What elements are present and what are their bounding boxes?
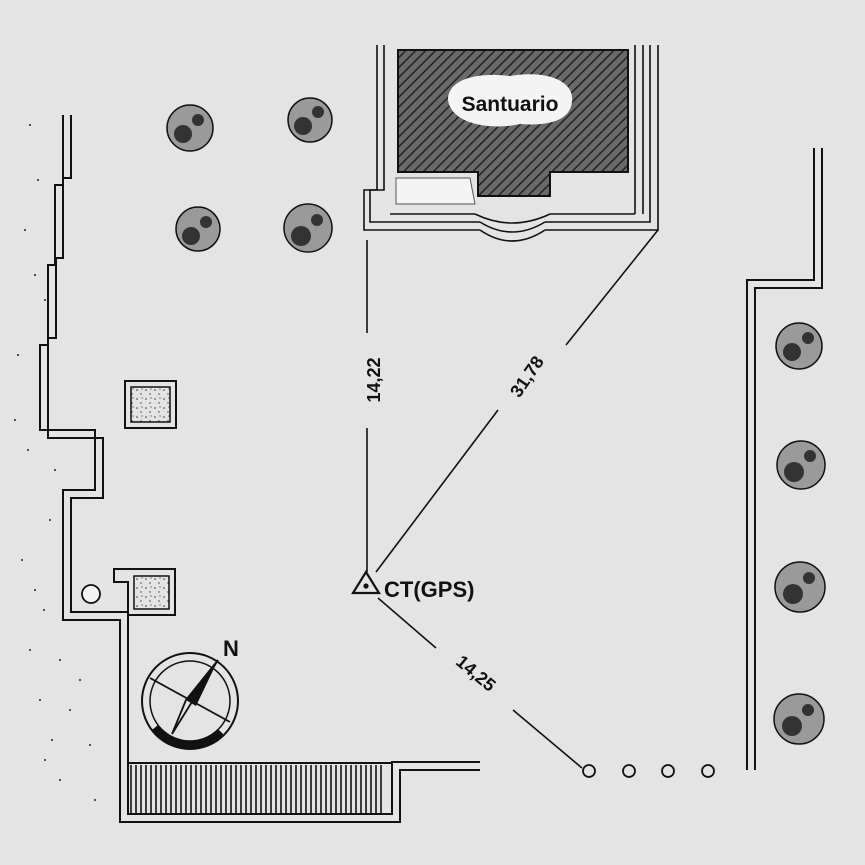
planter xyxy=(124,380,177,429)
north-arrow: N xyxy=(141,636,239,750)
planter xyxy=(113,568,176,616)
north-label: N xyxy=(223,636,239,661)
tree-icon xyxy=(287,97,333,143)
santuario-building: Santuario xyxy=(363,45,659,242)
distance-label-3178: 31,78 xyxy=(506,352,548,401)
tree-shading xyxy=(174,106,816,736)
left-boundary-wall xyxy=(39,115,480,823)
bollards xyxy=(81,584,715,778)
distance-label-1422: 14,22 xyxy=(364,357,384,402)
tree-icon xyxy=(283,203,333,253)
tree-icon xyxy=(775,322,823,370)
distance-label-1425: 14,25 xyxy=(452,651,499,695)
control-point: CT(GPS) xyxy=(351,569,474,602)
control-point-label: CT(GPS) xyxy=(384,577,474,602)
tree-icon xyxy=(175,206,221,252)
measurement-lines xyxy=(366,229,659,769)
stairs xyxy=(130,765,385,813)
tree-icon xyxy=(166,104,214,152)
right-boundary-wall xyxy=(746,148,823,770)
ground-texture xyxy=(14,124,96,801)
building-label: Santuario xyxy=(462,93,559,116)
